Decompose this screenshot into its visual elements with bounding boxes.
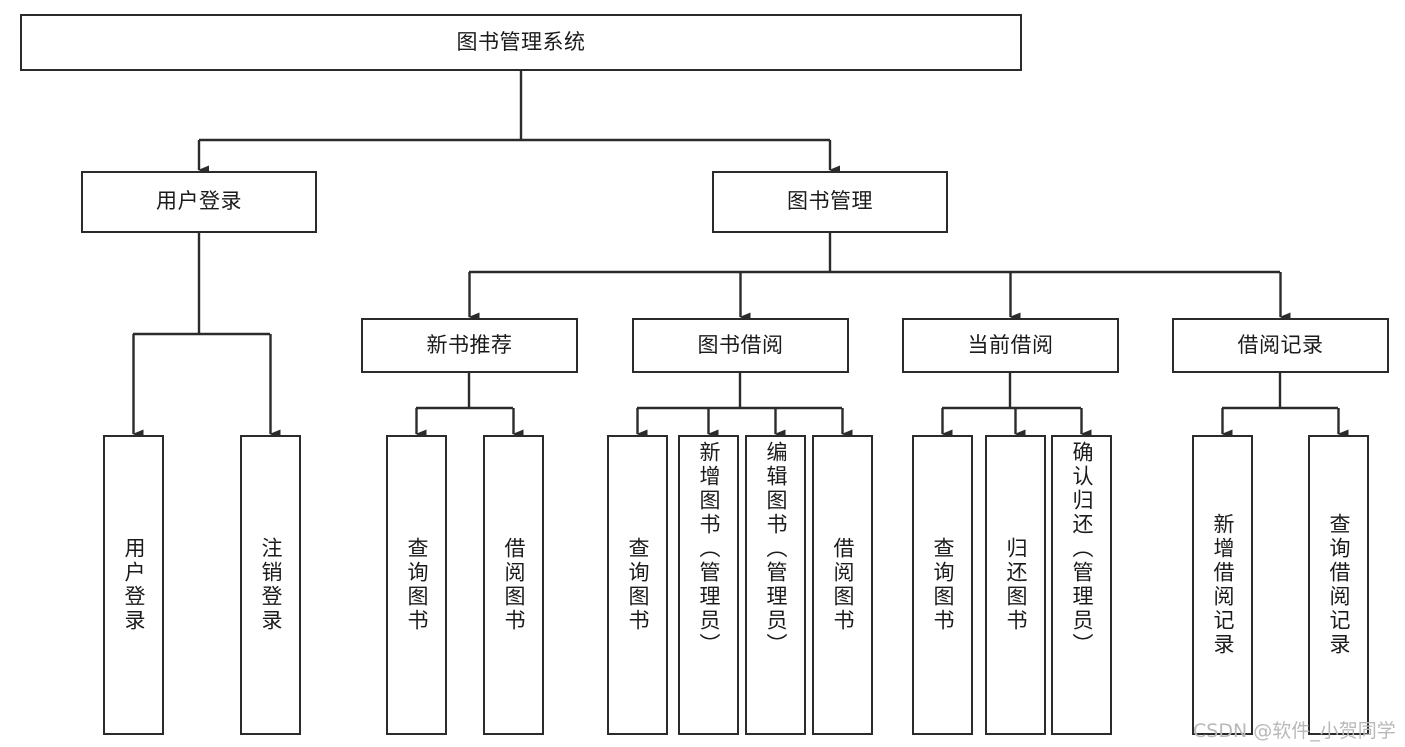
node-label-leaf-borrow-book-2: 借阅图书 (831, 537, 855, 633)
node-root[interactable]: 图书管理系统 (20, 14, 1022, 71)
node-label-leaf-borrow-book-1: 借阅图书 (502, 537, 526, 633)
node-label-current-borrow: 当前借阅 (967, 332, 1054, 357)
node-label-leaf-add-record: 新增借阅记录 (1211, 513, 1235, 657)
node-label-leaf-user-login: 用户登录 (122, 537, 146, 633)
node-book-borrow[interactable]: 图书借阅 (632, 318, 849, 373)
node-label-leaf-query-book-1: 查询图书 (405, 537, 429, 633)
node-label-leaf-edit-book: 编辑图书（管理员） (764, 441, 788, 657)
node-leaf-logout[interactable]: 注销登录 (240, 435, 301, 735)
node-label-leaf-confirm-return: 确认归还（管理员） (1070, 441, 1094, 657)
node-current-borrow[interactable]: 当前借阅 (902, 318, 1119, 373)
node-label-leaf-query-book-3: 查询图书 (931, 537, 955, 633)
node-leaf-return-book[interactable]: 归还图书 (985, 435, 1046, 735)
csdn-watermark: CSDN @软件_小贺同学 (1193, 720, 1396, 742)
node-user-login[interactable]: 用户登录 (81, 171, 317, 233)
node-leaf-query-record[interactable]: 查询借阅记录 (1308, 435, 1369, 735)
node-leaf-add-record[interactable]: 新增借阅记录 (1192, 435, 1253, 735)
node-label-leaf-query-book-2: 查询图书 (626, 537, 650, 633)
node-leaf-edit-book[interactable]: 编辑图书（管理员） (745, 435, 806, 735)
node-leaf-query-book-3[interactable]: 查询图书 (912, 435, 973, 735)
node-label-leaf-return-book: 归还图书 (1004, 537, 1028, 633)
node-label-leaf-query-record: 查询借阅记录 (1327, 513, 1351, 657)
node-label-new-book-recommend: 新书推荐 (426, 332, 513, 357)
node-label-book-manage: 图书管理 (787, 189, 873, 214)
node-label-root: 图书管理系统 (456, 29, 586, 54)
node-label-borrow-record: 借阅记录 (1237, 332, 1324, 357)
node-borrow-record[interactable]: 借阅记录 (1172, 318, 1389, 373)
node-label-leaf-logout: 注销登录 (259, 537, 283, 633)
node-label-user-login: 用户登录 (156, 189, 242, 214)
edges-group (132, 71, 1349, 439)
node-leaf-borrow-book-1[interactable]: 借阅图书 (483, 435, 544, 735)
node-leaf-user-login[interactable]: 用户登录 (103, 435, 164, 735)
node-label-leaf-add-book: 新增图书（管理员） (697, 441, 721, 657)
node-label-book-borrow: 图书借阅 (697, 332, 784, 357)
node-new-book-recommend[interactable]: 新书推荐 (361, 318, 578, 373)
node-leaf-query-book-1[interactable]: 查询图书 (386, 435, 447, 735)
node-leaf-borrow-book-2[interactable]: 借阅图书 (812, 435, 873, 735)
node-leaf-confirm-return[interactable]: 确认归还（管理员） (1051, 435, 1112, 735)
node-leaf-query-book-2[interactable]: 查询图书 (607, 435, 668, 735)
node-book-manage[interactable]: 图书管理 (712, 171, 948, 233)
node-leaf-add-book[interactable]: 新增图书（管理员） (678, 435, 739, 735)
